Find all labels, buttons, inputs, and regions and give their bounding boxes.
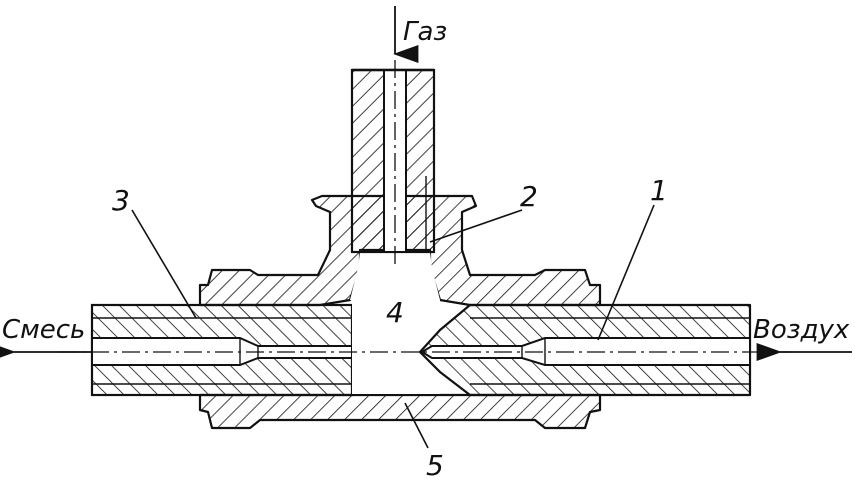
leader-part-2 [429,209,523,243]
label-part-4: 4 [386,296,404,329]
leader-part-3 [131,209,197,319]
label-part-3: 3 [112,184,130,217]
leader-part-1 [597,204,655,341]
label-mixture: Смесь [2,315,85,345]
label-part-1: 1 [650,174,668,207]
label-gas: Газ [403,17,447,47]
label-part-5: 5 [426,449,444,478]
label-part-2: 2 [520,180,538,213]
label-air: Воздух [753,315,850,345]
body-part-5 [198,393,602,430]
leader-part-5 [404,402,429,449]
